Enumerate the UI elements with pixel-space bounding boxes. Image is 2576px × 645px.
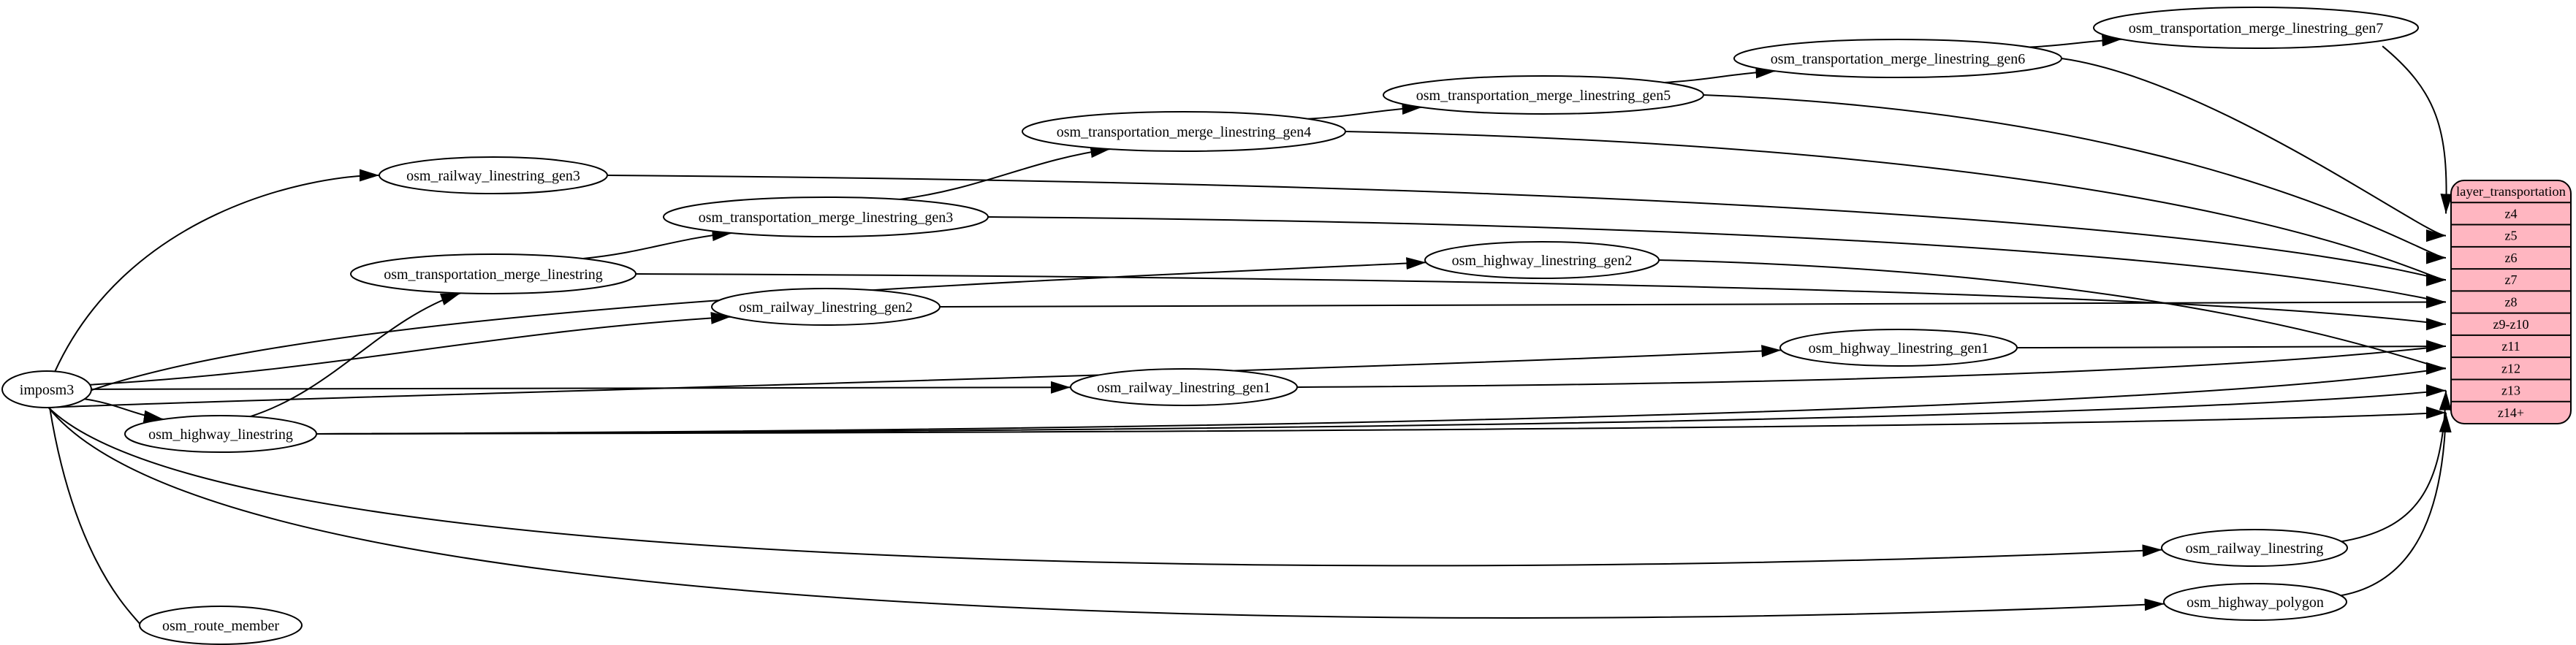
record-node-layer_transportation: layer_transportation z4 z5 z6 z7 z8 z9-z10 z11 z… <box>2450 180 2572 424</box>
edge-osm_transportation_merge_linestring_gen6-to-layer_transportation-z5 <box>2061 58 2447 242</box>
edge-osm_highway_linestring_gen2-to-layer_transportation-z12 <box>1658 259 2447 375</box>
node-label-osm_railway_linestring_gen3: osm_railway_linestring_gen3 <box>406 168 580 184</box>
table-node-osm_transportation_merge_linestring_gen6: osm_transportation_merge_linestring_gen6 <box>1733 39 2062 78</box>
edge-imposm3-to-osm_route_member <box>49 407 160 632</box>
edge-imposm3-to-osm_highway_linestring_gen2 <box>48 257 1426 408</box>
table-node-osm_transportation_merge_linestring_gen3: osm_transportation_merge_linestring_gen3 <box>663 196 989 237</box>
record-row-z7: z7 <box>2505 272 2518 287</box>
node-label-osm_transportation_merge_linestring_gen7: osm_transportation_merge_linestring_gen7 <box>2129 20 2383 37</box>
node-label-osm_transportation_merge_linestring_gen5: osm_transportation_merge_linestring_gen5 <box>1416 88 1671 104</box>
edge-osm_highway_linestring-to-layer_transportation-z14+ <box>316 406 2447 435</box>
node-ellipse-osm_highway_linestring_gen1 <box>1779 329 2018 367</box>
node-ellipse-osm_railway_linestring <box>2161 529 2348 567</box>
edge-imposm3-to-osm_highway_linestring <box>84 398 164 423</box>
node-ellipse-osm_transportation_merge_linestring_gen6 <box>1733 39 2062 78</box>
table-node-osm_railway_linestring_gen1: osm_railway_linestring_gen1 <box>1070 368 1298 406</box>
node-ellipse-imposm3 <box>1 370 92 408</box>
edge-osm_transportation_merge_linestring_gen4-to-layer_transportation-z7 <box>1345 131 2447 286</box>
node-ellipse-osm_highway_linestring <box>124 415 317 453</box>
edge-osm_transportation_merge_linestring-to-layer_transportation-z9-z10 <box>635 273 2447 331</box>
table-node-osm_railway_linestring: osm_railway_linestring <box>2161 529 2348 567</box>
record-row-z8: z8 <box>2505 295 2518 310</box>
edge-osm_transportation_merge_linestring_gen4-to-osm_transportation_merge_linestring_gen5 <box>1307 102 1422 120</box>
edge-imposm3-to-osm_railway_linestring_gen3 <box>54 169 380 372</box>
node-label-osm_transportation_merge_linestring_gen4: osm_transportation_merge_linestring_gen4 <box>1057 124 1311 140</box>
table-node-osm_highway_polygon: osm_highway_polygon <box>2163 583 2347 621</box>
edge-imposm3-to-osm_highway_polygon <box>48 407 2165 619</box>
node-ellipse-osm_transportation_merge_linestring_gen5 <box>1383 75 1704 115</box>
table-node-osm_highway_linestring_gen1: osm_highway_linestring_gen1 <box>1779 329 2018 367</box>
node-label-osm_highway_linestring_gen2: osm_highway_linestring_gen2 <box>1452 253 1633 269</box>
node-label-osm_railway_linestring: osm_railway_linestring <box>2186 541 2324 557</box>
table-node-osm_railway_linestring_gen2: osm_railway_linestring_gen2 <box>711 288 941 326</box>
node-label-osm_route_member: osm_route_member <box>162 618 279 634</box>
record-row-z4: z4 <box>2505 206 2518 221</box>
node-ellipse-osm_transportation_merge_linestring_gen7 <box>2093 7 2419 49</box>
edge-osm_railway_linestring_gen1-to-layer_transportation-z11 <box>1296 340 2447 388</box>
record-box <box>2450 180 2572 424</box>
node-label-osm_railway_linestring_gen2: osm_railway_linestring_gen2 <box>739 299 913 316</box>
edge-osm_highway_linestring_gen1-to-layer_transportation-z11 <box>2016 340 2447 353</box>
node-label-osm_transportation_merge_linestring_gen3: osm_transportation_merge_linestring_gen3 <box>699 210 953 226</box>
edge-osm_highway_linestring-to-osm_transportation_merge_linestring <box>250 292 461 418</box>
node-ellipse-osm_highway_linestring_gen2 <box>1424 241 1660 279</box>
edge-osm_transportation_merge_linestring_gen5-to-osm_transportation_merge_linestring_gen6 <box>1664 66 1776 83</box>
edge-osm_transportation_merge_linestring_gen6-to-osm_transportation_merge_linestring_gen7 <box>2029 34 2122 48</box>
node-label-osm_transportation_merge_linestring: osm_transportation_merge_linestring <box>384 267 603 283</box>
edge-osm_highway_linestring-to-layer_transportation-z12 <box>316 362 2447 435</box>
edge-osm_highway_polygon-to-layer_transportation-z14+ <box>2337 412 2452 597</box>
record-row-z6: z6 <box>2505 251 2518 265</box>
node-label-osm_highway_linestring: osm_highway_linestring <box>148 427 293 443</box>
edge-osm_transportation_merge_linestring_gen3-to-osm_transportation_merge_linestring_gen4 <box>899 145 1111 200</box>
node-ellipse-osm_highway_polygon <box>2163 583 2347 621</box>
node-ellipse-osm_route_member <box>139 606 303 645</box>
table-node-osm_transportation_merge_linestring_gen5: osm_transportation_merge_linestring_gen5 <box>1383 75 1704 115</box>
table-node-osm_transportation_merge_linestring_gen7: osm_transportation_merge_linestring_gen7 <box>2093 7 2419 49</box>
node-ellipse-osm_transportation_merge_linestring_gen4 <box>1022 111 1346 152</box>
edge-osm_transportation_merge_linestring-to-osm_transportation_merge_linestring_gen3 <box>582 229 732 259</box>
node-label-osm_transportation_merge_linestring_gen6: osm_transportation_merge_linestring_gen6 <box>1771 51 2025 67</box>
edge-imposm3-to-osm_highway_linestring_gen1 <box>48 345 1782 408</box>
table-node-osm_highway_linestring_gen2: osm_highway_linestring_gen2 <box>1424 241 1660 279</box>
table-node-osm_highway_linestring: osm_highway_linestring <box>124 415 317 453</box>
node-ellipse-osm_transportation_merge_linestring <box>350 253 637 294</box>
table-node-osm_railway_linestring_gen3: osm_railway_linestring_gen3 <box>379 156 608 194</box>
record-row-z5: z5 <box>2505 229 2518 243</box>
node-ellipse-osm_transportation_merge_linestring_gen3 <box>663 196 989 237</box>
record-layer: layer_transportation z4 z5 z6 z7 z8 z9-z10 z11 z… <box>2450 180 2572 424</box>
node-ellipse-osm_railway_linestring_gen2 <box>711 288 941 326</box>
table-node-osm_transportation_merge_linestring: osm_transportation_merge_linestring <box>350 253 637 294</box>
node-ellipse-osm_railway_linestring_gen1 <box>1070 368 1298 406</box>
edge-osm_highway_linestring-to-layer_transportation-z13 <box>316 384 2447 435</box>
edge-imposm3-to-osm_railway_linestring_gen2 <box>89 311 731 386</box>
table-node-osm_route_member: osm_route_member <box>139 606 303 645</box>
table-node-osm_transportation_merge_linestring_gen4: osm_transportation_merge_linestring_gen4 <box>1022 111 1346 152</box>
record-row-z14+: z14+ <box>2498 405 2524 420</box>
edge-osm_transportation_merge_linestring_gen3-to-layer_transportation-z8 <box>987 216 2447 308</box>
record-title: layer_transportation <box>2456 184 2566 199</box>
edges-layer <box>48 34 2453 632</box>
table-node-imposm3: imposm3 <box>1 370 92 408</box>
record-row-z13: z13 <box>2501 383 2520 398</box>
edge-osm_transportation_merge_linestring_gen7-to-layer_transportation-z4 <box>2382 45 2453 214</box>
nodes-layer: imposm3 osm_highway_linestring osm_route_m… <box>1 7 2419 645</box>
record-row-z12: z12 <box>2501 361 2520 375</box>
edge-imposm3-to-osm_railway_linestring_gen1 <box>91 381 1071 394</box>
node-label-osm_highway_polygon: osm_highway_polygon <box>2186 595 2324 611</box>
node-label-osm_railway_linestring_gen1: osm_railway_linestring_gen1 <box>1097 380 1271 396</box>
edge-imposm3-to-osm_railway_linestring <box>48 407 2162 567</box>
edge-osm_transportation_merge_linestring_gen5-to-layer_transportation-z6 <box>1703 94 2447 264</box>
record-row-z11: z11 <box>2501 339 2520 354</box>
record-row-z9-z10: z9-z10 <box>2493 317 2529 332</box>
node-label-osm_highway_linestring_gen1: osm_highway_linestring_gen1 <box>1809 340 1989 356</box>
node-label-imposm3: imposm3 <box>20 382 74 398</box>
edge-osm_railway_linestring_gen3-to-layer_transportation-z7 <box>607 175 2447 286</box>
node-ellipse-osm_railway_linestring_gen3 <box>379 156 608 194</box>
